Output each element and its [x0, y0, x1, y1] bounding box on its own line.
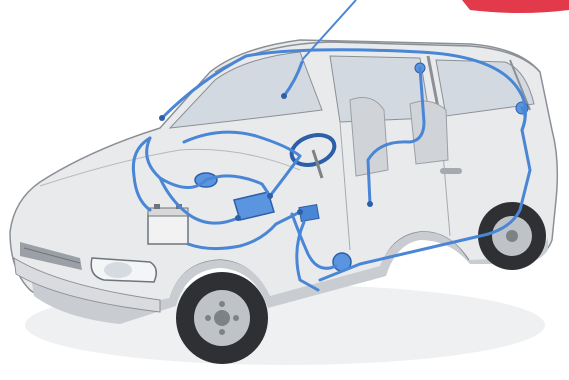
headlight-lens — [104, 262, 132, 278]
corner-badge — [462, 0, 569, 13]
front-wheel — [176, 272, 268, 364]
rear-seat — [410, 101, 448, 164]
door-handle — [440, 168, 462, 174]
rear-wheel — [478, 202, 546, 270]
